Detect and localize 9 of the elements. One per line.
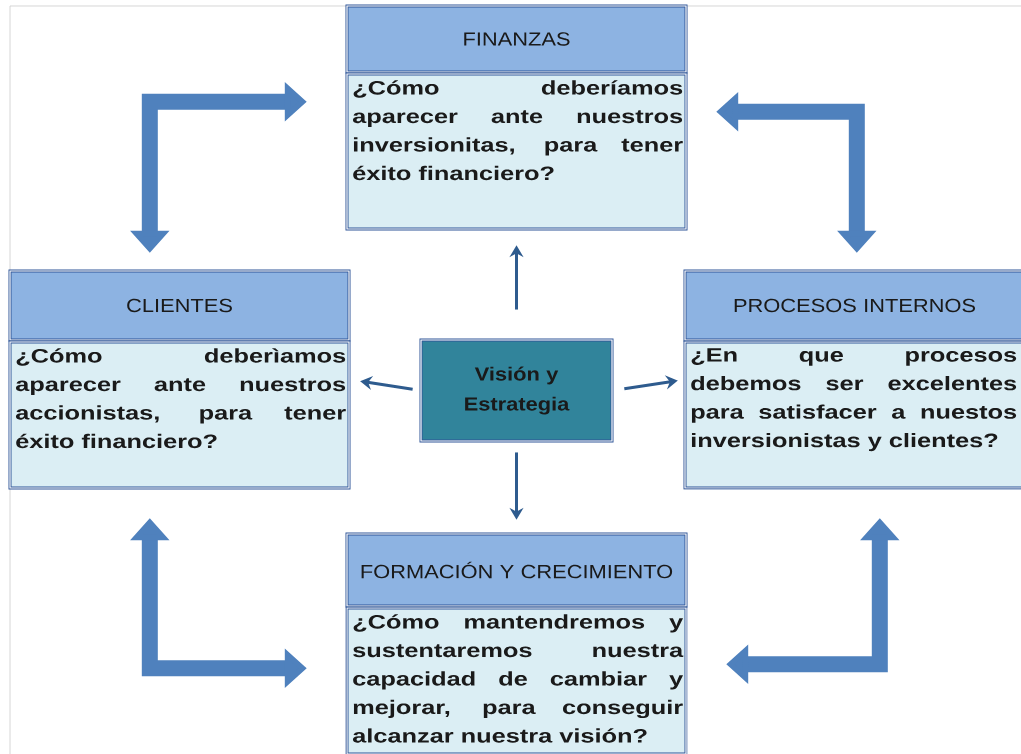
question-box: ¿Cómo deberìamos aparecer ante nuestros accionistas, para tener éxito financiero?: [8, 340, 351, 490]
header-box: CLIENTES: [8, 269, 351, 342]
question-box: ¿Cómo deberíamos aparecer ante nuestros inversionitas, para tener éxito financiero?: [345, 72, 688, 231]
header-box: FINANZAS: [345, 4, 688, 74]
question-box: ¿En que procesos debemos ser excelentes para satisfacer a nuestos inversionistas y clientes?: [683, 340, 1021, 490]
header-box: FORMACIÓN Y CRECIMIENTO: [345, 532, 688, 608]
question-box: ¿Cómo mantendremos y sustentaremos nuestra capacidad de cambiar y mejorar, para conseguir alcanzar nuestra visión?: [345, 606, 688, 754]
header-box: PROCESOS INTERNOS: [683, 269, 1021, 342]
center-box: Visión y Estrategia: [419, 338, 614, 443]
